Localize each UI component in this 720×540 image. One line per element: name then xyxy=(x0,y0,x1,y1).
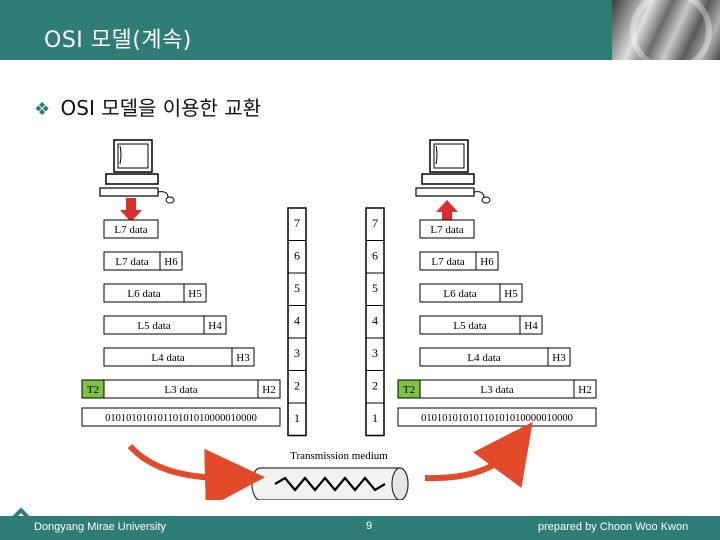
sender-data-label: L7 data xyxy=(115,256,148,268)
sender-header-label: H5 xyxy=(188,288,202,300)
sender-header-label: H6 xyxy=(164,256,178,268)
title-bar: OSI 모델(계속) xyxy=(0,0,720,72)
sender-data-label: L4 data xyxy=(151,352,184,364)
sender-header-label: H2 xyxy=(262,384,275,396)
sender-layer-column-frame xyxy=(287,207,307,437)
sender-header-label: H3 xyxy=(236,352,250,364)
receiver-header-label: H6 xyxy=(480,256,494,268)
sender-header-label: H4 xyxy=(208,320,222,332)
receiver-header-cell xyxy=(573,379,597,399)
receiver-bitstream-label: 01010101010110101010000010000 xyxy=(421,413,573,424)
sender-layer-number: 4 xyxy=(294,314,300,328)
receiver-data-label: L5 data xyxy=(453,320,486,332)
footer-bar: Dongyang Mirae University 9 prepared by … xyxy=(0,516,720,540)
receiver-layer-number: 1 xyxy=(372,411,378,425)
receiver-header-cell xyxy=(547,347,571,367)
page-number: 9 xyxy=(366,520,373,532)
receiver-header-cell xyxy=(519,315,543,335)
sender-data-label: L5 data xyxy=(137,320,170,332)
footer-author: prepared by Choon Woo Kwon xyxy=(538,521,689,533)
receiver-layer-number: 6 xyxy=(372,249,378,263)
subtitle-text: OSI 모델을 이용한 교환 xyxy=(60,96,262,120)
sender-layer-number: 3 xyxy=(294,346,300,360)
sender-header-cell xyxy=(257,379,281,399)
sender-bitstream-cell xyxy=(81,407,281,427)
receiver-layer-number: 4 xyxy=(372,314,378,328)
header-decoration-image xyxy=(612,0,720,72)
sender-trailer-label: T2 xyxy=(87,384,99,396)
receiver-layer-number: 7 xyxy=(372,216,378,230)
receiver-layer-column-frame xyxy=(365,207,385,437)
sender-layer-column: 7 6 5 4 3 2 1 xyxy=(287,207,307,437)
receiver-computer-icon xyxy=(415,139,491,204)
sender-layer-number: 6 xyxy=(294,249,300,263)
receiver-header-label: H5 xyxy=(504,288,518,300)
sender-header-cell xyxy=(159,251,183,271)
receiver-data-label: L4 data xyxy=(467,352,500,364)
receiver-trailer-label: T2 xyxy=(403,384,415,396)
page-title: OSI 모델(계속) xyxy=(44,28,192,53)
sender-layer-number: 7 xyxy=(294,216,300,230)
medium-label: Transmission medium xyxy=(290,450,388,462)
receiver-layer-column: 7 6 5 4 3 2 1 xyxy=(365,207,385,437)
send-curve-arrow-icon xyxy=(127,443,265,500)
receiver-layer-number: 2 xyxy=(372,379,378,393)
receiver-header-cell xyxy=(499,283,523,303)
sender-layer-number: 5 xyxy=(294,281,300,295)
sender-header-cell xyxy=(231,347,255,367)
receiver-data-cell xyxy=(419,219,475,239)
sender-layer-number: 2 xyxy=(294,379,300,393)
sender-layer-number: 1 xyxy=(294,411,300,425)
receive-curve-arrow-icon xyxy=(424,421,533,488)
receiver-layer-number: 3 xyxy=(372,346,378,360)
receiver-header-label: H3 xyxy=(552,352,566,364)
sender-data-label: L3 data xyxy=(164,384,197,396)
sender-data-label: L7 data xyxy=(114,224,147,236)
receiver-data-label: L3 data xyxy=(480,384,513,396)
transmission-medium-cable xyxy=(251,467,409,500)
sender-header-cell xyxy=(183,283,207,303)
receiver-layer-number: 5 xyxy=(372,281,378,295)
receiver-header-cell xyxy=(475,251,499,271)
sender-bitstream-label: 01010101010110101010000010000 xyxy=(105,413,257,424)
receiver-data-label: L7 data xyxy=(430,224,463,236)
sender-header-cell xyxy=(203,315,227,335)
receiver-data-label: L6 data xyxy=(443,288,476,300)
receiver-header-label: H2 xyxy=(578,384,591,396)
sender-computer-icon xyxy=(99,139,175,204)
diamond-bullet-icon: ❖ xyxy=(34,99,51,120)
send-down-arrow-icon xyxy=(120,198,142,222)
sender-data-cell xyxy=(103,219,159,239)
sender-data-label: L6 data xyxy=(127,288,160,300)
receiver-data-label: L7 data xyxy=(431,256,464,268)
footer-university: Dongyang Mirae University xyxy=(34,521,167,533)
receive-up-arrow-icon xyxy=(436,200,458,222)
slide-subtitle: ❖ OSI 모델을 이용한 교환 xyxy=(34,92,261,121)
receiver-header-label: H4 xyxy=(524,320,538,332)
